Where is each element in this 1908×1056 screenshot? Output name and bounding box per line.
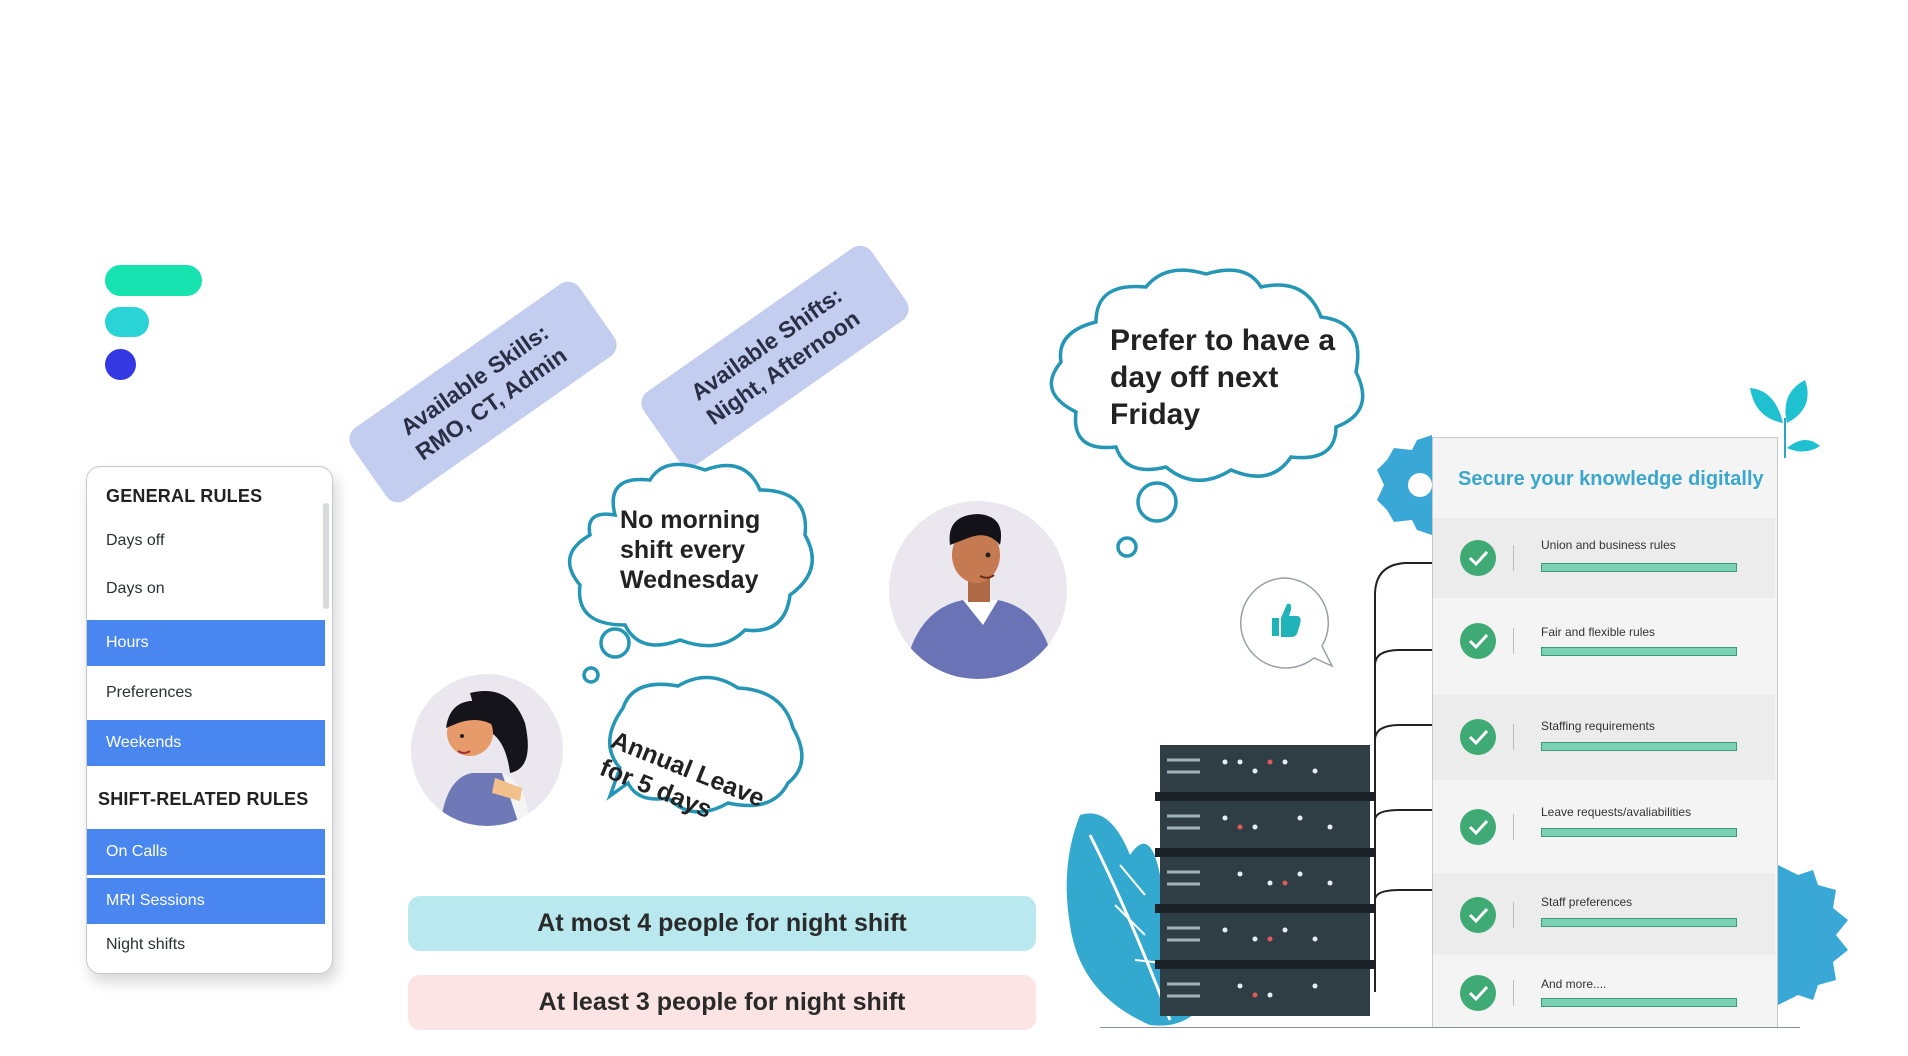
thought-bubble-no-morning xyxy=(567,462,814,684)
progress-bar xyxy=(1541,828,1737,837)
day-off-line3: Friday xyxy=(1110,398,1201,431)
check-icon xyxy=(1460,623,1496,659)
general-rules-heading: GENERAL RULES xyxy=(106,486,263,506)
checklist-item-label: Staffing requirements xyxy=(1541,719,1655,733)
shifts-tag-line1: Available Shifts: xyxy=(685,281,847,406)
rule-item-on-calls[interactable]: On Calls xyxy=(87,829,325,875)
day-off-line2: day off next xyxy=(1110,361,1279,394)
rule-item-preferences[interactable]: Preferences xyxy=(106,684,193,701)
checklist-item-label: Staff preferences xyxy=(1541,895,1633,909)
rule-item-night-shifts[interactable]: Night shifts xyxy=(106,936,186,953)
logo-bar-top xyxy=(105,265,202,296)
checklist-item: Union and business rules xyxy=(1433,518,1775,598)
day-off-line1: Prefer to have a xyxy=(1110,324,1336,357)
connector-lines xyxy=(1374,562,1432,992)
thought-bubble-day-off xyxy=(1049,268,1365,558)
no-morning-line2: shift every xyxy=(620,536,746,564)
progress-bar xyxy=(1541,742,1737,751)
shifts-tag: Available Shifts: Night, Afternoon xyxy=(635,240,915,472)
no-morning-line1: No morning xyxy=(620,506,761,534)
logo-bar-middle xyxy=(105,307,149,337)
gear-icon xyxy=(1377,435,1432,535)
progress-bar xyxy=(1541,998,1737,1007)
rules-panel: GENERAL RULES Days off Days on Hours Pre… xyxy=(86,466,333,974)
rule-item-days-on[interactable]: Days on xyxy=(106,580,165,597)
male-avatar xyxy=(889,501,1067,679)
plant-sprout-icon xyxy=(1750,380,1820,458)
shift-rules-heading: SHIFT-RELATED RULES xyxy=(98,789,309,809)
constraint-night-max: At most 4 people for night shift xyxy=(408,896,1036,951)
ground-line xyxy=(1100,1027,1800,1028)
check-icon xyxy=(1460,975,1496,1011)
day-off-text: Prefer to have a day off next Friday xyxy=(1110,322,1335,433)
female-doctor-avatar xyxy=(411,674,563,826)
checklist-item: And more.... xyxy=(1433,958,1775,1028)
check-icon xyxy=(1460,540,1496,576)
rule-item-hours[interactable]: Hours xyxy=(87,620,325,666)
panel-scrollbar[interactable] xyxy=(323,503,329,609)
rule-item-days-off[interactable]: Days off xyxy=(106,532,165,549)
thumbs-up-badge xyxy=(1240,577,1334,669)
rule-item-weekends[interactable]: Weekends xyxy=(87,720,325,766)
checklist-item: Leave requests/avaliabilities xyxy=(1433,785,1775,870)
checklist-item: Fair and flexible rules xyxy=(1433,600,1775,685)
logo-dot xyxy=(105,349,136,380)
checklist-item-label: Fair and flexible rules xyxy=(1541,625,1656,639)
skills-tag-line1: Available Skills: xyxy=(395,319,554,441)
constraint-night-min: At least 3 people for night shift xyxy=(408,975,1036,1030)
gear-icon-right xyxy=(1778,865,1848,1005)
check-icon xyxy=(1460,897,1496,933)
checklist-item-label: And more.... xyxy=(1541,977,1607,991)
checklist-item-label: Leave requests/avaliabilities xyxy=(1541,805,1692,819)
speech-bubble-annual-leave xyxy=(606,675,804,814)
checklist-item: Staffing requirements xyxy=(1433,695,1775,780)
checklist-item: Staff preferences xyxy=(1433,873,1775,955)
checklist-item-label: Union and business rules xyxy=(1541,538,1676,552)
progress-bar xyxy=(1541,647,1737,656)
shifts-tag-line2: Night, Afternoon xyxy=(701,305,865,430)
rule-item-mri-sessions[interactable]: MRI Sessions xyxy=(87,878,325,924)
no-morning-line3: Wednesday xyxy=(620,566,759,594)
check-icon xyxy=(1460,719,1496,755)
check-icon xyxy=(1460,809,1496,845)
progress-bar xyxy=(1541,918,1737,927)
checklist-title: Secure your knowledge digitally xyxy=(1458,468,1764,490)
server-rack-illustration xyxy=(1155,745,1375,1016)
no-morning-text: No morning shift every Wednesday xyxy=(620,505,760,595)
progress-bar xyxy=(1541,563,1737,572)
thumbs-up-icon xyxy=(1272,603,1301,637)
